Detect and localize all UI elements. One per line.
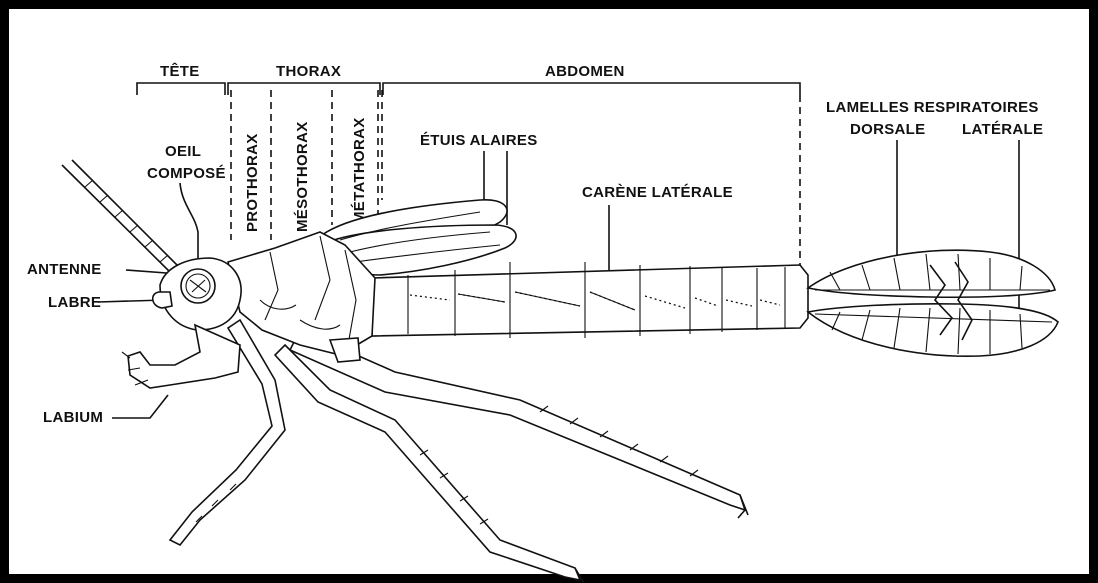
abdomen-body	[372, 262, 808, 338]
caudal-gills	[808, 250, 1058, 356]
label-labre: LABRE	[48, 294, 101, 311]
label-dorsale: DORSALE	[850, 121, 925, 138]
label-tete: TÊTE	[160, 62, 200, 80]
labium	[122, 325, 240, 388]
label-prothorax: PROTHORAX	[244, 133, 261, 232]
tete-bracket	[137, 83, 225, 95]
thorax-bracket	[228, 83, 380, 95]
label-labium: LABIUM	[43, 409, 103, 426]
labre-part	[153, 292, 172, 308]
label-laterale: LATÉRALE	[962, 121, 1043, 138]
leader-labium	[112, 395, 168, 418]
label-mesothorax: MÉSOTHORAX	[294, 121, 311, 232]
label-metathorax: MÉTATHORAX	[351, 117, 368, 224]
larva-illustration	[62, 160, 1058, 583]
label-carene-laterale: CARÈNE LATÉRALE	[582, 184, 733, 201]
label-lamelles-respiratoires: LAMELLES RESPIRATOIRES	[826, 99, 1039, 116]
abdomen-bracket	[383, 83, 800, 95]
label-compose: COMPOSÉ	[147, 165, 226, 182]
label-antenne: ANTENNE	[27, 261, 102, 278]
label-etuis-alaires: ÉTUIS ALAIRES	[420, 132, 538, 149]
label-oeil: OEIL	[165, 143, 201, 160]
label-thorax: THORAX	[276, 63, 341, 80]
label-abdomen: ABDOMEN	[545, 63, 625, 80]
